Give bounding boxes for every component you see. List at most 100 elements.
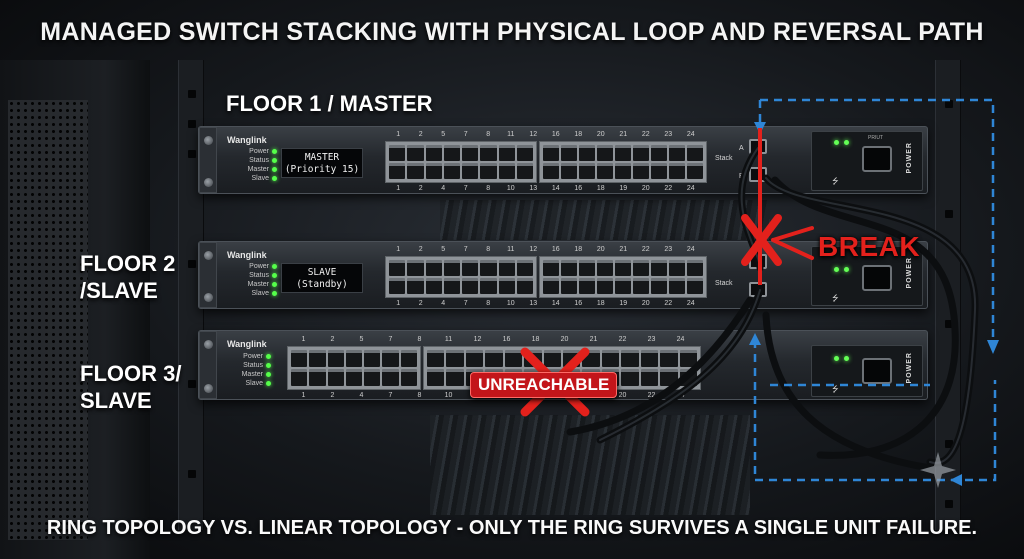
ethernet-port[interactable] xyxy=(687,260,703,276)
ethernet-port[interactable] xyxy=(443,163,460,179)
ethernet-port[interactable] xyxy=(516,260,533,276)
ethernet-port[interactable] xyxy=(327,369,344,386)
ethernet-port[interactable] xyxy=(543,278,559,294)
ethernet-port[interactable] xyxy=(579,278,595,294)
ethernet-port[interactable] xyxy=(407,163,424,179)
ethernet-port[interactable] xyxy=(579,145,595,161)
ethernet-port[interactable] xyxy=(382,350,399,367)
ethernet-port[interactable] xyxy=(480,278,497,294)
ethernet-port[interactable] xyxy=(597,260,613,276)
ethernet-port[interactable] xyxy=(597,145,613,161)
ethernet-port[interactable] xyxy=(687,163,703,179)
ethernet-port[interactable] xyxy=(651,278,667,294)
ethernet-port[interactable] xyxy=(615,145,631,161)
stack-port-a-label: A xyxy=(739,145,744,152)
ethernet-port[interactable] xyxy=(579,260,595,276)
ethernet-port[interactable] xyxy=(579,163,595,179)
ethernet-port[interactable] xyxy=(462,145,479,161)
ethernet-port[interactable] xyxy=(443,278,460,294)
ethernet-port[interactable] xyxy=(669,260,685,276)
ethernet-port[interactable] xyxy=(640,369,659,386)
ethernet-port[interactable] xyxy=(516,145,533,161)
ethernet-port[interactable] xyxy=(427,369,445,386)
ethernet-port[interactable] xyxy=(389,145,406,161)
ethernet-port[interactable] xyxy=(425,278,442,294)
ethernet-port[interactable] xyxy=(651,145,667,161)
ethernet-port[interactable] xyxy=(327,350,344,367)
ethernet-port[interactable] xyxy=(687,145,703,161)
ethernet-port[interactable] xyxy=(597,163,613,179)
ethernet-port[interactable] xyxy=(543,260,559,276)
ethernet-port[interactable] xyxy=(498,260,515,276)
ethernet-port[interactable] xyxy=(462,278,479,294)
ethernet-port[interactable] xyxy=(633,278,649,294)
ethernet-port[interactable] xyxy=(543,163,559,179)
ethernet-port[interactable] xyxy=(669,145,685,161)
ethernet-port[interactable] xyxy=(443,260,460,276)
ethernet-port[interactable] xyxy=(425,145,442,161)
ethernet-port[interactable] xyxy=(516,278,533,294)
ethernet-port[interactable] xyxy=(651,163,667,179)
ethernet-port[interactable] xyxy=(561,260,577,276)
ethernet-port[interactable] xyxy=(687,278,703,294)
ethernet-port[interactable] xyxy=(389,278,406,294)
ethernet-port[interactable] xyxy=(621,350,639,367)
ethernet-port[interactable] xyxy=(498,145,515,161)
ethernet-port[interactable] xyxy=(389,260,406,276)
ethernet-port[interactable] xyxy=(679,350,697,367)
ethernet-port[interactable] xyxy=(633,145,649,161)
ethernet-port[interactable] xyxy=(446,350,464,367)
ethernet-port[interactable] xyxy=(543,350,561,367)
ethernet-port[interactable] xyxy=(345,369,363,386)
ethernet-port[interactable] xyxy=(660,369,678,386)
ethernet-port[interactable] xyxy=(516,163,533,179)
ethernet-port[interactable] xyxy=(561,163,577,179)
ethernet-port[interactable] xyxy=(633,260,649,276)
ethernet-port[interactable] xyxy=(669,163,685,179)
ethernet-port[interactable] xyxy=(615,278,631,294)
ethernet-port[interactable] xyxy=(389,163,406,179)
ethernet-port[interactable] xyxy=(462,260,479,276)
ethernet-port[interactable] xyxy=(407,145,424,161)
ethernet-port[interactable] xyxy=(621,369,639,386)
ethernet-port[interactable] xyxy=(561,145,577,161)
ethernet-port[interactable] xyxy=(480,260,497,276)
ethernet-port[interactable] xyxy=(640,350,659,367)
ethernet-port[interactable] xyxy=(364,369,381,386)
ethernet-port[interactable] xyxy=(601,350,620,367)
ethernet-port[interactable] xyxy=(400,350,417,367)
ethernet-port[interactable] xyxy=(291,369,308,386)
ethernet-port[interactable] xyxy=(309,369,326,386)
ethernet-port[interactable] xyxy=(443,145,460,161)
ethernet-port[interactable] xyxy=(561,278,577,294)
ethernet-port[interactable] xyxy=(485,350,503,367)
ethernet-port[interactable] xyxy=(480,145,497,161)
ethernet-port[interactable] xyxy=(498,163,515,179)
ethernet-port[interactable] xyxy=(465,350,484,367)
ethernet-port[interactable] xyxy=(597,278,613,294)
port-number: 11 xyxy=(507,131,515,138)
ethernet-port[interactable] xyxy=(364,350,381,367)
ethernet-port[interactable] xyxy=(615,163,631,179)
ethernet-port[interactable] xyxy=(425,260,442,276)
ethernet-port[interactable] xyxy=(504,350,523,367)
ethernet-port[interactable] xyxy=(633,163,649,179)
ethernet-port[interactable] xyxy=(615,260,631,276)
ethernet-port[interactable] xyxy=(543,145,559,161)
ethernet-port[interactable] xyxy=(291,350,308,367)
ethernet-port[interactable] xyxy=(382,369,399,386)
ethernet-port[interactable] xyxy=(345,350,363,367)
ethernet-port[interactable] xyxy=(400,369,417,386)
ethernet-port[interactable] xyxy=(480,163,497,179)
ethernet-port[interactable] xyxy=(407,278,424,294)
ethernet-port[interactable] xyxy=(660,350,678,367)
ethernet-port[interactable] xyxy=(407,260,424,276)
ethernet-port[interactable] xyxy=(498,278,515,294)
ethernet-port[interactable] xyxy=(309,350,326,367)
ethernet-port[interactable] xyxy=(651,260,667,276)
ethernet-port[interactable] xyxy=(427,350,445,367)
ethernet-port[interactable] xyxy=(446,369,464,386)
ethernet-port[interactable] xyxy=(462,163,479,179)
ethernet-port[interactable] xyxy=(669,278,685,294)
ethernet-port[interactable] xyxy=(425,163,442,179)
